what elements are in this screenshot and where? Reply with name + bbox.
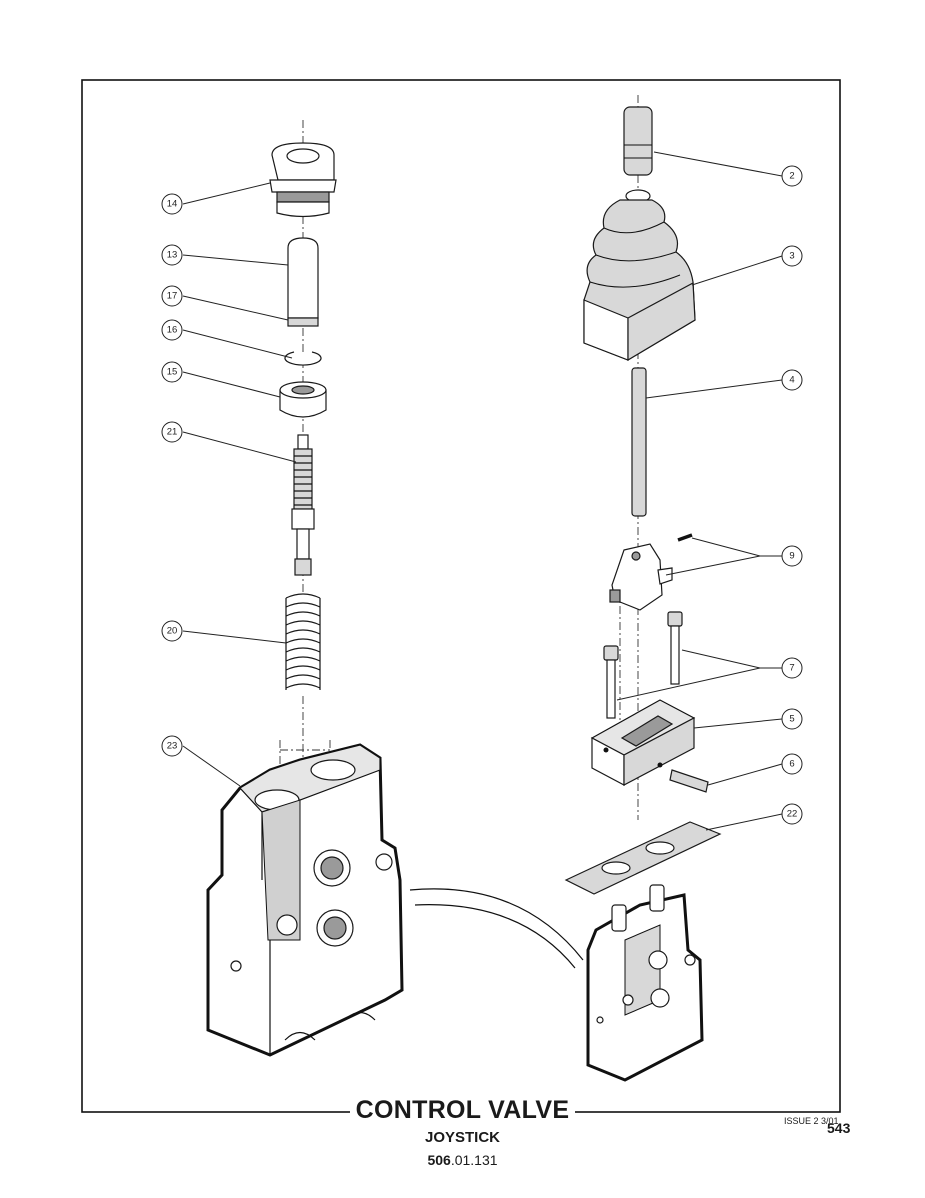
page-title: CONTROL VALVE xyxy=(0,1096,925,1125)
callout-7-label: 7 xyxy=(789,663,794,674)
callout-14-label: 14 xyxy=(167,199,178,210)
callout-17: 17 xyxy=(161,285,183,307)
part-5-block xyxy=(590,699,696,786)
part-4-rod xyxy=(631,367,647,517)
callout-5: 5 xyxy=(781,708,803,730)
callout-2: 2 xyxy=(781,165,803,187)
callout-20-label: 20 xyxy=(167,626,178,637)
drawing-frame xyxy=(81,79,841,1113)
callout-3-label: 3 xyxy=(789,251,794,262)
callout-4-label: 4 xyxy=(789,375,794,386)
callout-16-label: 16 xyxy=(167,325,178,336)
callout-15-label: 15 xyxy=(167,367,178,378)
callout-13-label: 13 xyxy=(167,250,178,261)
callout-13: 13 xyxy=(161,244,183,266)
callout-23-label: 23 xyxy=(167,741,178,752)
page-title-text: CONTROL VALVE xyxy=(349,1096,576,1124)
transition-arrow xyxy=(409,888,584,961)
callout-6: 6 xyxy=(781,753,803,775)
callout-7: 7 xyxy=(781,657,803,679)
part-13-pin xyxy=(287,237,319,327)
part-14-cap xyxy=(269,142,337,218)
part-9-pivot xyxy=(609,533,693,611)
callout-14: 14 xyxy=(161,193,183,215)
assembled-valve-view xyxy=(586,884,704,1082)
callout-4: 4 xyxy=(781,369,803,391)
part-23-valve-body xyxy=(206,743,404,1057)
part-3-boot xyxy=(583,189,696,362)
callout-21-label: 21 xyxy=(167,427,178,438)
part-16-circlip xyxy=(284,351,322,366)
reference-rest: .01.131 xyxy=(450,1152,498,1168)
reference-bold: 506 xyxy=(427,1152,451,1168)
callout-5-label: 5 xyxy=(789,714,794,725)
issue-label: ISSUE 2 3/01 xyxy=(784,1116,839,1126)
part-7-bolts xyxy=(603,611,683,719)
part-2-grip xyxy=(623,106,653,176)
callout-3: 3 xyxy=(781,245,803,267)
part-15-washer xyxy=(279,381,327,418)
part-22-plate xyxy=(564,821,722,895)
callout-21: 21 xyxy=(161,421,183,443)
page-number: 543 xyxy=(827,1120,851,1136)
drawing-reference: 506.01.131 xyxy=(0,1152,925,1168)
page-subtitle: JOYSTICK xyxy=(424,1129,500,1146)
callout-9: 9 xyxy=(781,545,803,567)
callout-22-label: 22 xyxy=(787,809,798,820)
part-21-spool xyxy=(291,434,315,576)
part-6-dowel xyxy=(669,769,709,793)
callout-23: 23 xyxy=(161,735,183,757)
callout-16: 16 xyxy=(161,319,183,341)
callout-9-label: 9 xyxy=(789,551,794,562)
callout-6-label: 6 xyxy=(789,759,794,770)
callout-2-label: 2 xyxy=(789,171,794,182)
callout-15: 15 xyxy=(161,361,183,383)
callout-20: 20 xyxy=(161,620,183,642)
part-20-spring xyxy=(285,593,321,695)
callout-17-label: 17 xyxy=(167,291,178,302)
callout-22: 22 xyxy=(781,803,803,825)
